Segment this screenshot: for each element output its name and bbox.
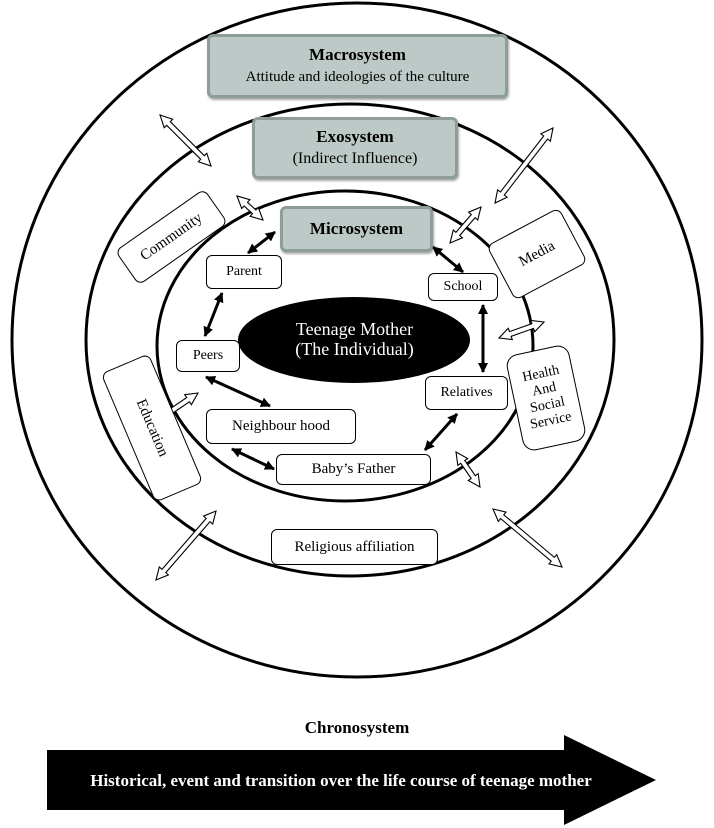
- solid-arrow-group: [203, 230, 488, 471]
- hollow-arrow-group: [155, 114, 563, 581]
- exosystem-box: Exosystem (Indirect Influence): [252, 117, 458, 179]
- exosystem-title: Exosystem: [316, 127, 394, 147]
- hollow-arrow-health-macro: [492, 508, 563, 568]
- individual-label: Teenage Mother (The Individual): [239, 297, 470, 383]
- microsystem-title: Microsystem: [309, 218, 404, 238]
- macrosystem-box: Macrosystem Attitude and ideologies of t…: [207, 34, 508, 98]
- arrow-neighbourhood-babysfather: [231, 447, 275, 471]
- hollow-arrow-community-micro: [236, 195, 264, 221]
- macrosystem-subtitle: Attitude and ideologies of the culture: [245, 69, 470, 86]
- individual-ellipse: [238, 297, 470, 383]
- individual-line1: Teenage Mother: [295, 319, 414, 340]
- exosystem-ring: [84, 102, 616, 578]
- individual-line2: (The Individual): [295, 339, 414, 359]
- chronosystem-description: Historical, event and transition over th…: [90, 770, 592, 790]
- arrow-peers-neighbourhood: [205, 375, 271, 408]
- macrosystem-ring: [10, 1, 704, 679]
- node-religious-affiliation: Religious affiliation: [271, 529, 438, 565]
- hollow-arrow-media-macro: [494, 127, 554, 204]
- node-relatives: Relatives: [425, 376, 508, 410]
- hollow-arrow-media-micro: [449, 206, 482, 244]
- arrow-parent-micro: [247, 230, 276, 255]
- node-peers: Peers: [176, 340, 240, 372]
- arrow-micro-school: [432, 245, 464, 274]
- macrosystem-title: Macrosystem: [309, 45, 406, 65]
- hollow-arrow-health-relatives: [497, 319, 546, 341]
- chronosystem-arrow: [47, 735, 656, 825]
- hollow-arrow-babysfather-health: [455, 450, 481, 489]
- chronosystem-title: Chronosystem: [304, 717, 410, 737]
- hollow-arrow-community-macro: [159, 114, 212, 167]
- node-parent: Parent: [206, 255, 282, 289]
- node-school: School: [428, 273, 498, 301]
- hollow-arrow-education-macro: [155, 510, 217, 581]
- microsystem-ring: [155, 189, 535, 503]
- node-neighbourhood: Neighbour hood: [206, 409, 356, 444]
- arrow-parent-peers: [203, 292, 224, 337]
- microsystem-box: Microsystem: [280, 206, 433, 252]
- node-babys-father: Baby’s Father: [276, 454, 431, 485]
- exosystem-subtitle: (Indirect Influence): [292, 150, 418, 168]
- arrow-babysfather-relatives: [423, 413, 459, 451]
